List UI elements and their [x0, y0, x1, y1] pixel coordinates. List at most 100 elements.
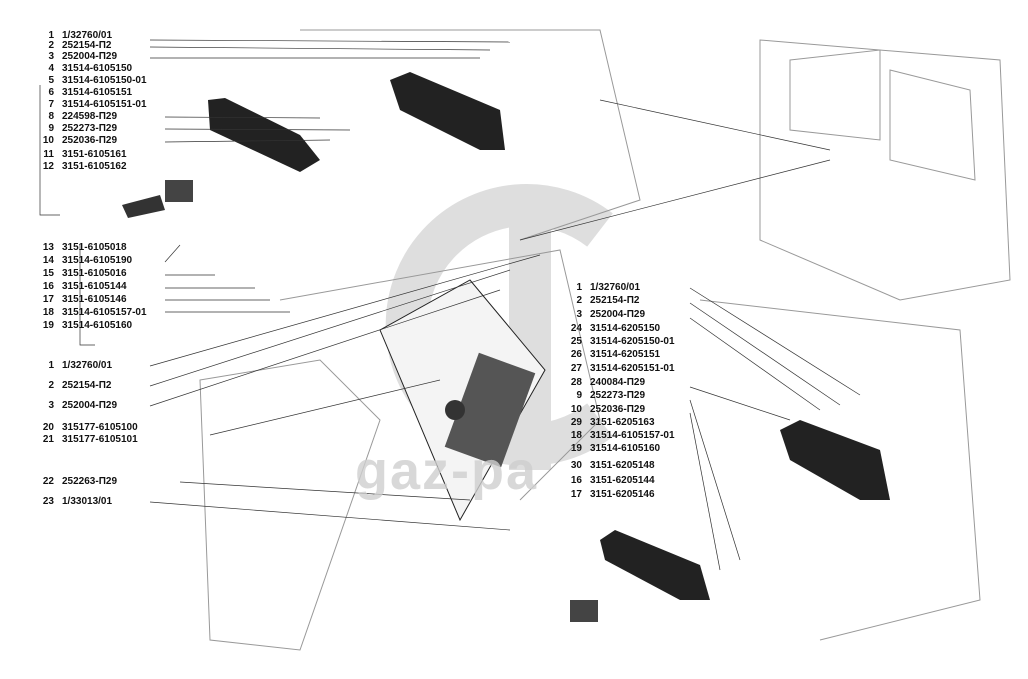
part-code: 31514-6205150	[590, 323, 661, 334]
watermark-text: gaz-pa	[355, 441, 539, 501]
part-number: 3	[48, 51, 54, 62]
leader-lines	[39, 39, 861, 571]
part-number: 23	[42, 496, 54, 507]
part-callout: 26 31514-6205151	[560, 349, 660, 361]
part-number: 12	[42, 161, 54, 172]
part-code: 252154-П2	[590, 295, 640, 306]
part-code: 1/32760/01	[62, 360, 113, 371]
part-number: 14	[42, 255, 54, 266]
part-callout: 12 3151-6105162	[32, 161, 127, 173]
part-code: 31514-6205151	[590, 349, 661, 360]
part-callout: 15 3151-6105016	[32, 268, 127, 280]
part-code: 1/32760/01	[590, 282, 641, 293]
part-callout: 7 31514-6105151-01	[32, 99, 147, 111]
part-callout: 23 1/33013/01	[32, 496, 112, 508]
part-number: 1	[48, 360, 54, 371]
part-code: 31514-6105160	[590, 443, 661, 454]
part-number: 21	[42, 434, 54, 445]
part-callout: 21 315177-6105101	[32, 434, 138, 446]
part-number: 2	[48, 380, 54, 391]
part-code: 252273-П29	[590, 390, 646, 401]
part-number: 20	[42, 422, 54, 433]
part-callout: 9 252273-П29	[560, 390, 645, 402]
part-number: 15	[42, 268, 54, 279]
part-callout: 2 252154-П2	[32, 380, 111, 392]
part-number: 19	[570, 443, 582, 454]
part-number: 11	[43, 149, 54, 160]
part-callout: 5 31514-6105150-01	[32, 75, 147, 87]
part-callout: 1 1/32760/01	[32, 360, 112, 372]
part-number: 24	[570, 323, 582, 334]
part-code: 31514-6105151	[62, 87, 133, 98]
part-code: 252154-П2	[62, 380, 112, 391]
part-code: 3151-6105018	[62, 242, 127, 253]
door-panel-outlines	[199, 29, 1011, 651]
part-code: 1/33013/01	[62, 496, 113, 507]
part-number: 17	[42, 294, 54, 305]
part-number: 3	[48, 400, 54, 411]
part-callout: 3 252004-П29	[32, 400, 117, 412]
part-callout: 30 3151-6205148	[560, 460, 655, 472]
part-number: 4	[48, 63, 54, 74]
part-code: 31514-6205150-01	[590, 336, 675, 347]
part-number: 22	[42, 476, 54, 487]
part-callout: 24 31514-6205150	[560, 323, 660, 335]
part-number: 13	[42, 242, 54, 253]
part-callout: 13 3151-6105018	[32, 242, 127, 254]
part-number: 30	[570, 460, 582, 471]
part-number: 7	[48, 99, 54, 110]
part-code: 3151-6105162	[62, 161, 127, 172]
part-code: 3151-6205146	[590, 489, 655, 500]
part-number: 26	[570, 349, 582, 360]
part-code: 224598-П29	[62, 111, 118, 122]
part-code: 315177-6105101	[62, 434, 138, 445]
part-code: 252154-П2	[62, 40, 112, 51]
part-code: 31514-6205151-01	[590, 363, 675, 374]
part-callout: 1 1/32760/01	[560, 282, 640, 294]
part-number: 16	[42, 281, 54, 292]
part-code: 3151-6205148	[590, 460, 655, 471]
part-callout: 14 31514-6105190	[32, 255, 132, 267]
part-code: 31514-6105150-01	[62, 75, 147, 86]
part-code: 3151-6105144	[62, 281, 127, 292]
part-number: 9	[576, 390, 582, 401]
part-callout: 8 224598-П29	[32, 111, 117, 123]
part-callout: 19 31514-6105160	[560, 443, 660, 455]
part-number: 5	[48, 75, 54, 86]
part-code: 315177-6105100	[62, 422, 138, 433]
part-callout: 20 315177-6105100	[32, 422, 138, 434]
part-code: 31514-6105190	[62, 255, 133, 266]
part-code: 252036-П29	[62, 135, 118, 146]
part-number: 6	[48, 87, 54, 98]
part-number: 8	[48, 111, 54, 122]
part-code: 3151-6205144	[590, 475, 655, 486]
part-code: 31514-6105160	[62, 320, 133, 331]
part-code: 31514-6105151-01	[62, 99, 147, 110]
part-code: 31514-6105157-01	[590, 430, 675, 441]
part-number: 19	[42, 320, 54, 331]
door-lock-assembly	[379, 279, 546, 522]
part-code: 252263-П29	[62, 476, 118, 487]
part-code: 252036-П29	[590, 404, 646, 415]
part-code: 240084-П29	[590, 377, 646, 388]
part-code: 3151-6105016	[62, 268, 127, 279]
part-code: 252004-П29	[62, 400, 118, 411]
part-number: 1	[576, 282, 582, 293]
part-number: 1	[48, 30, 54, 41]
part-callout: 6 31514-6105151	[32, 87, 132, 99]
part-code: 3151-6205163	[590, 417, 655, 428]
part-number: 16	[570, 475, 582, 486]
part-number: 18	[42, 307, 54, 318]
